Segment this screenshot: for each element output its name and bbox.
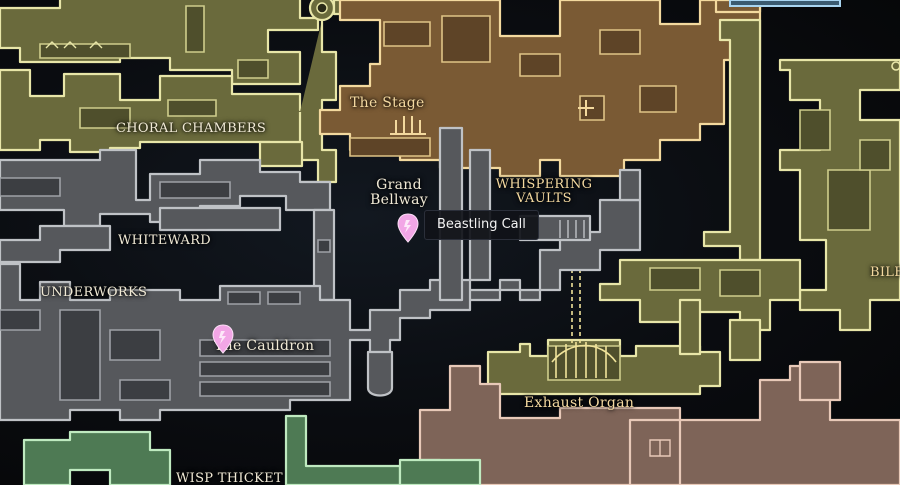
label-grand-bellway-line1: Grand: [376, 177, 422, 193]
region-underworks: [0, 126, 642, 422]
label-grand-bellway: Grand Bellway: [368, 178, 430, 207]
label-choral-chambers: CHORAL CHAMBERS: [116, 121, 267, 136]
label-bile-partial: BILE: [870, 265, 900, 280]
dashed-passage: [571, 262, 581, 346]
label-exhaust-organ: Exhaust Organ: [524, 395, 635, 411]
map-pin-icon: [397, 213, 419, 243]
label-the-stage: The Stage: [350, 95, 425, 111]
label-wisp-thicket: WISP THICKET: [176, 471, 283, 485]
label-whispering-vaults-line2: VAULTS: [516, 190, 572, 206]
region-whiteward: [0, 148, 336, 302]
label-whispering-vaults-line1: WHISPERING: [495, 177, 593, 192]
region-bottom-rose: [418, 360, 900, 485]
region-bilewater: [598, 18, 900, 362]
map-marker-ring: [891, 61, 900, 71]
region-top-blue: [729, 0, 841, 7]
label-grand-bellway-line2: Bellway: [370, 191, 428, 208]
label-underworks: UNDERWORKS: [40, 285, 148, 300]
pin-tooltip: Beastling Call: [424, 210, 539, 240]
region-whispering-vaults: [318, 0, 762, 178]
region-exhaust-organ: [486, 298, 722, 396]
map-pin-icon: [212, 324, 234, 354]
bellway-pin[interactable]: [396, 213, 420, 243]
region-choral-chambers: [0, 0, 354, 202]
cauldron-pin[interactable]: [211, 324, 235, 354]
label-the-cauldron: The Cauldron: [214, 338, 315, 354]
label-whispering-vaults: WHISPERING VAULTS: [492, 178, 596, 205]
region-wisp-thicket: [22, 414, 482, 485]
label-whiteward: WHITEWARD: [118, 233, 212, 248]
